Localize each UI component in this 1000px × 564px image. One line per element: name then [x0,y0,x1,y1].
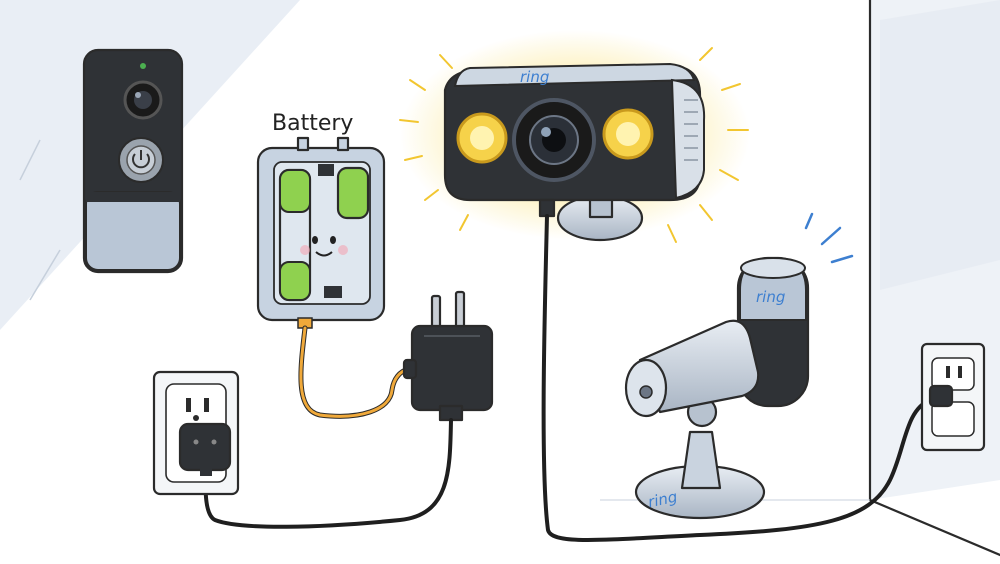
stickup-brand: ring [756,288,785,306]
floodlight-brand: ring [520,68,549,86]
doorbell-icon [82,48,184,274]
battery-pack-icon: Battery [256,111,386,329]
wall-outlet-right [920,342,986,452]
mount-brand: ring [646,488,678,512]
floodlight-camera-icon: ring [399,30,750,243]
adapter-cable [203,418,453,529]
battery-label: Battery [272,111,353,136]
power-adapter-icon [402,290,494,422]
orange-cable [298,325,417,419]
floodlight-cable [541,214,932,542]
stick-up-camera-icon: ring ring [624,212,854,520]
wall-outlet-icon [152,370,240,496]
